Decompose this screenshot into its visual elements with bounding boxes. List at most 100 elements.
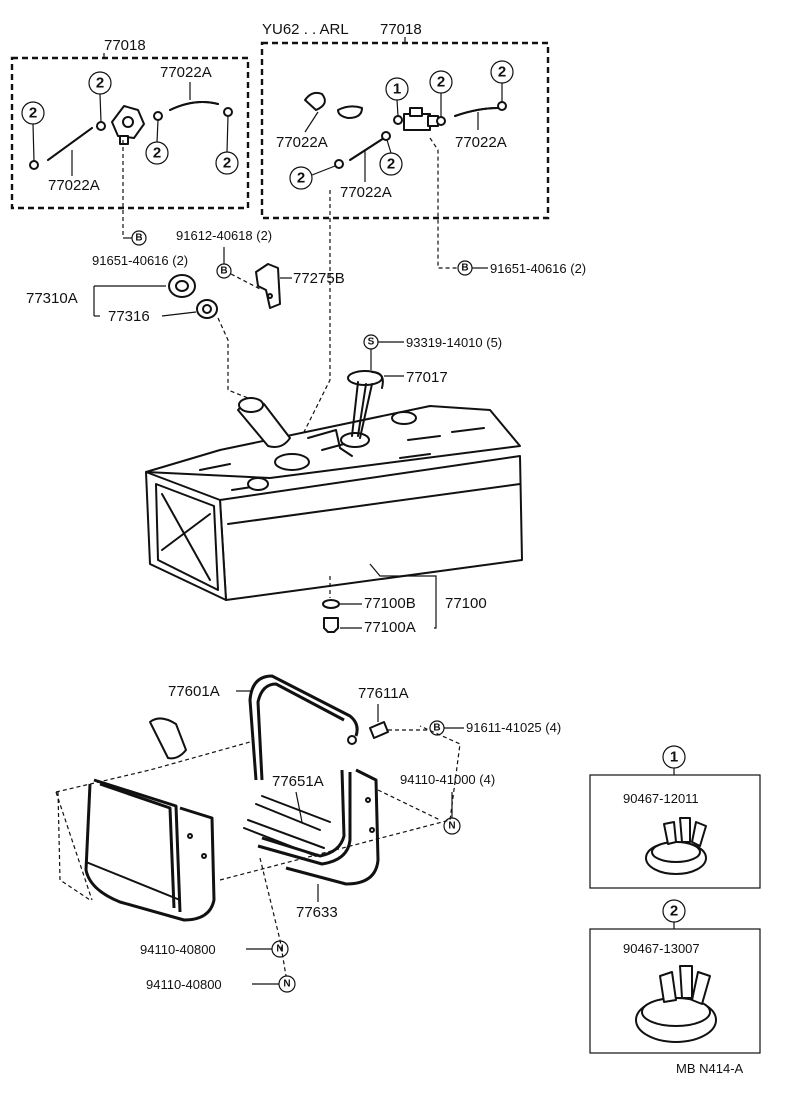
band-pin-77611a [369,721,389,739]
svg-text:2: 2 [153,145,161,162]
bolt-marker: B [429,720,445,736]
ref-marker-2: 2 [379,139,403,176]
screw-marker: S [363,334,379,350]
grommet-77310a [168,274,196,298]
clip-icon [304,91,326,111]
hose-label: 77022A [276,134,328,151]
svg-text:B: B [135,233,142,244]
clamp-icon [96,121,106,131]
clamp-part-number: 90467-12011 [623,791,699,806]
screw-label: 93319-14010 (5) [406,335,502,350]
clamp-icon [153,111,163,121]
clamp-icon [436,116,446,126]
tank-band-left [84,778,216,922]
protector-label: 77651A [272,773,324,790]
svg-text:2: 2 [29,105,37,122]
svg-text:N: N [283,979,290,990]
svg-text:N: N [276,944,283,955]
protector-label: 77633 [296,904,338,921]
gauge-label: 77017 [406,369,448,386]
ref-marker-2: 2 [21,101,45,162]
hose-label: 77022A [455,134,507,151]
svg-text:S: S [368,337,375,348]
hose-label: 77022A [340,184,392,201]
clamp-icon [223,107,233,117]
clamp-icon [381,131,391,141]
svg-text:2: 2 [670,903,678,920]
hose-clamp-icon [645,817,707,875]
ref-marker-2: 2 [429,70,453,117]
bolt-label: 91611-41025 (4) [466,720,561,735]
grommet-label: 77316 [108,308,150,325]
clamp-detail-2: 2 90467-13007 [589,899,761,1054]
svg-text:1: 1 [393,81,401,98]
clamp-icon [393,115,403,125]
hose-label: 77022A [160,64,212,81]
ref-marker-2: 2 [215,115,239,175]
nut-label: 94110-40800 [146,977,222,992]
bolt-marker: B [216,263,232,279]
svg-text:2: 2 [297,170,305,187]
grommet-assy-label: 77310A [26,290,78,307]
left-group-box [10,56,250,210]
fuel-tank-outline [55,717,461,901]
left-vent-valve-group: 77018 2 2 2 [10,37,250,210]
ref-marker-2: 2 [490,60,514,102]
right-group-label: 77018 [380,21,422,38]
plug-label: 77100A [364,619,416,636]
drain-plug-77100a [323,617,339,633]
clamp-part-number: 90467-13007 [623,941,700,956]
bracket-label: 77275B [293,270,345,287]
tank-band-77601a [248,674,359,781]
nut-label: 94110-41000 (4) [400,772,495,787]
clamp-icon [497,101,507,111]
svg-text:B: B [433,723,440,734]
svg-text:2: 2 [498,64,506,81]
fuel-gauge-77017 [347,370,384,439]
svg-text:B: B [220,266,227,277]
hose-label: 77022A [48,177,100,194]
hose-clamp-icon [635,965,717,1043]
svg-text:N: N [448,821,455,832]
protector-77633 [243,819,325,857]
bolt-marker: B [131,230,147,246]
nut-marker: N [271,940,289,958]
bracket-77275b [255,263,281,309]
right-vent-valve-group: YU62 . . ARL 77018 1 2 [260,21,550,220]
svg-text:2: 2 [437,74,445,91]
svg-text:B: B [461,263,468,274]
svg-text:2: 2 [223,155,231,172]
ref-marker-2: 2 [289,165,336,190]
clamp-detail-1: 1 90467-12011 [589,745,761,889]
svg-text:2: 2 [387,156,395,173]
svg-text:2: 2 [96,75,104,92]
band-label: 77601A [168,683,220,700]
clamp-icon [334,159,344,169]
tank-band-right [257,768,380,886]
washer-label: 77100B [364,595,416,612]
model-code-label: YU62 . . ARL [262,21,349,38]
grommet-77316 [196,299,218,319]
tank-label: 77100 [445,595,487,612]
ref-marker-2: 2 [88,71,112,123]
nut-marker: N [443,817,461,835]
bolt-label: 91651-40616 (2) [490,261,586,276]
left-vent-valve [111,105,145,145]
protector-77651a [255,795,331,831]
svg-text:1: 1 [670,749,678,766]
pin-label: 77611A [358,685,409,702]
nut-marker: N [278,975,296,993]
right-vent-valve [403,107,439,131]
bolt-marker: B [457,260,473,276]
figure-code: MB N414-A [676,1061,744,1076]
bolt-label: 91612-40618 (2) [176,228,272,243]
left-group-label: 77018 [104,37,146,54]
bolt-label: 91651-40616 (2) [92,253,188,268]
nut-label: 94110-40800 [140,942,216,957]
fuel-tank-77100 [145,397,523,601]
drain-washer-77100b [322,599,340,609]
clamp-icon [29,160,39,170]
ref-marker-2: 2 [145,119,169,165]
ref-marker-1: 1 [385,77,409,117]
